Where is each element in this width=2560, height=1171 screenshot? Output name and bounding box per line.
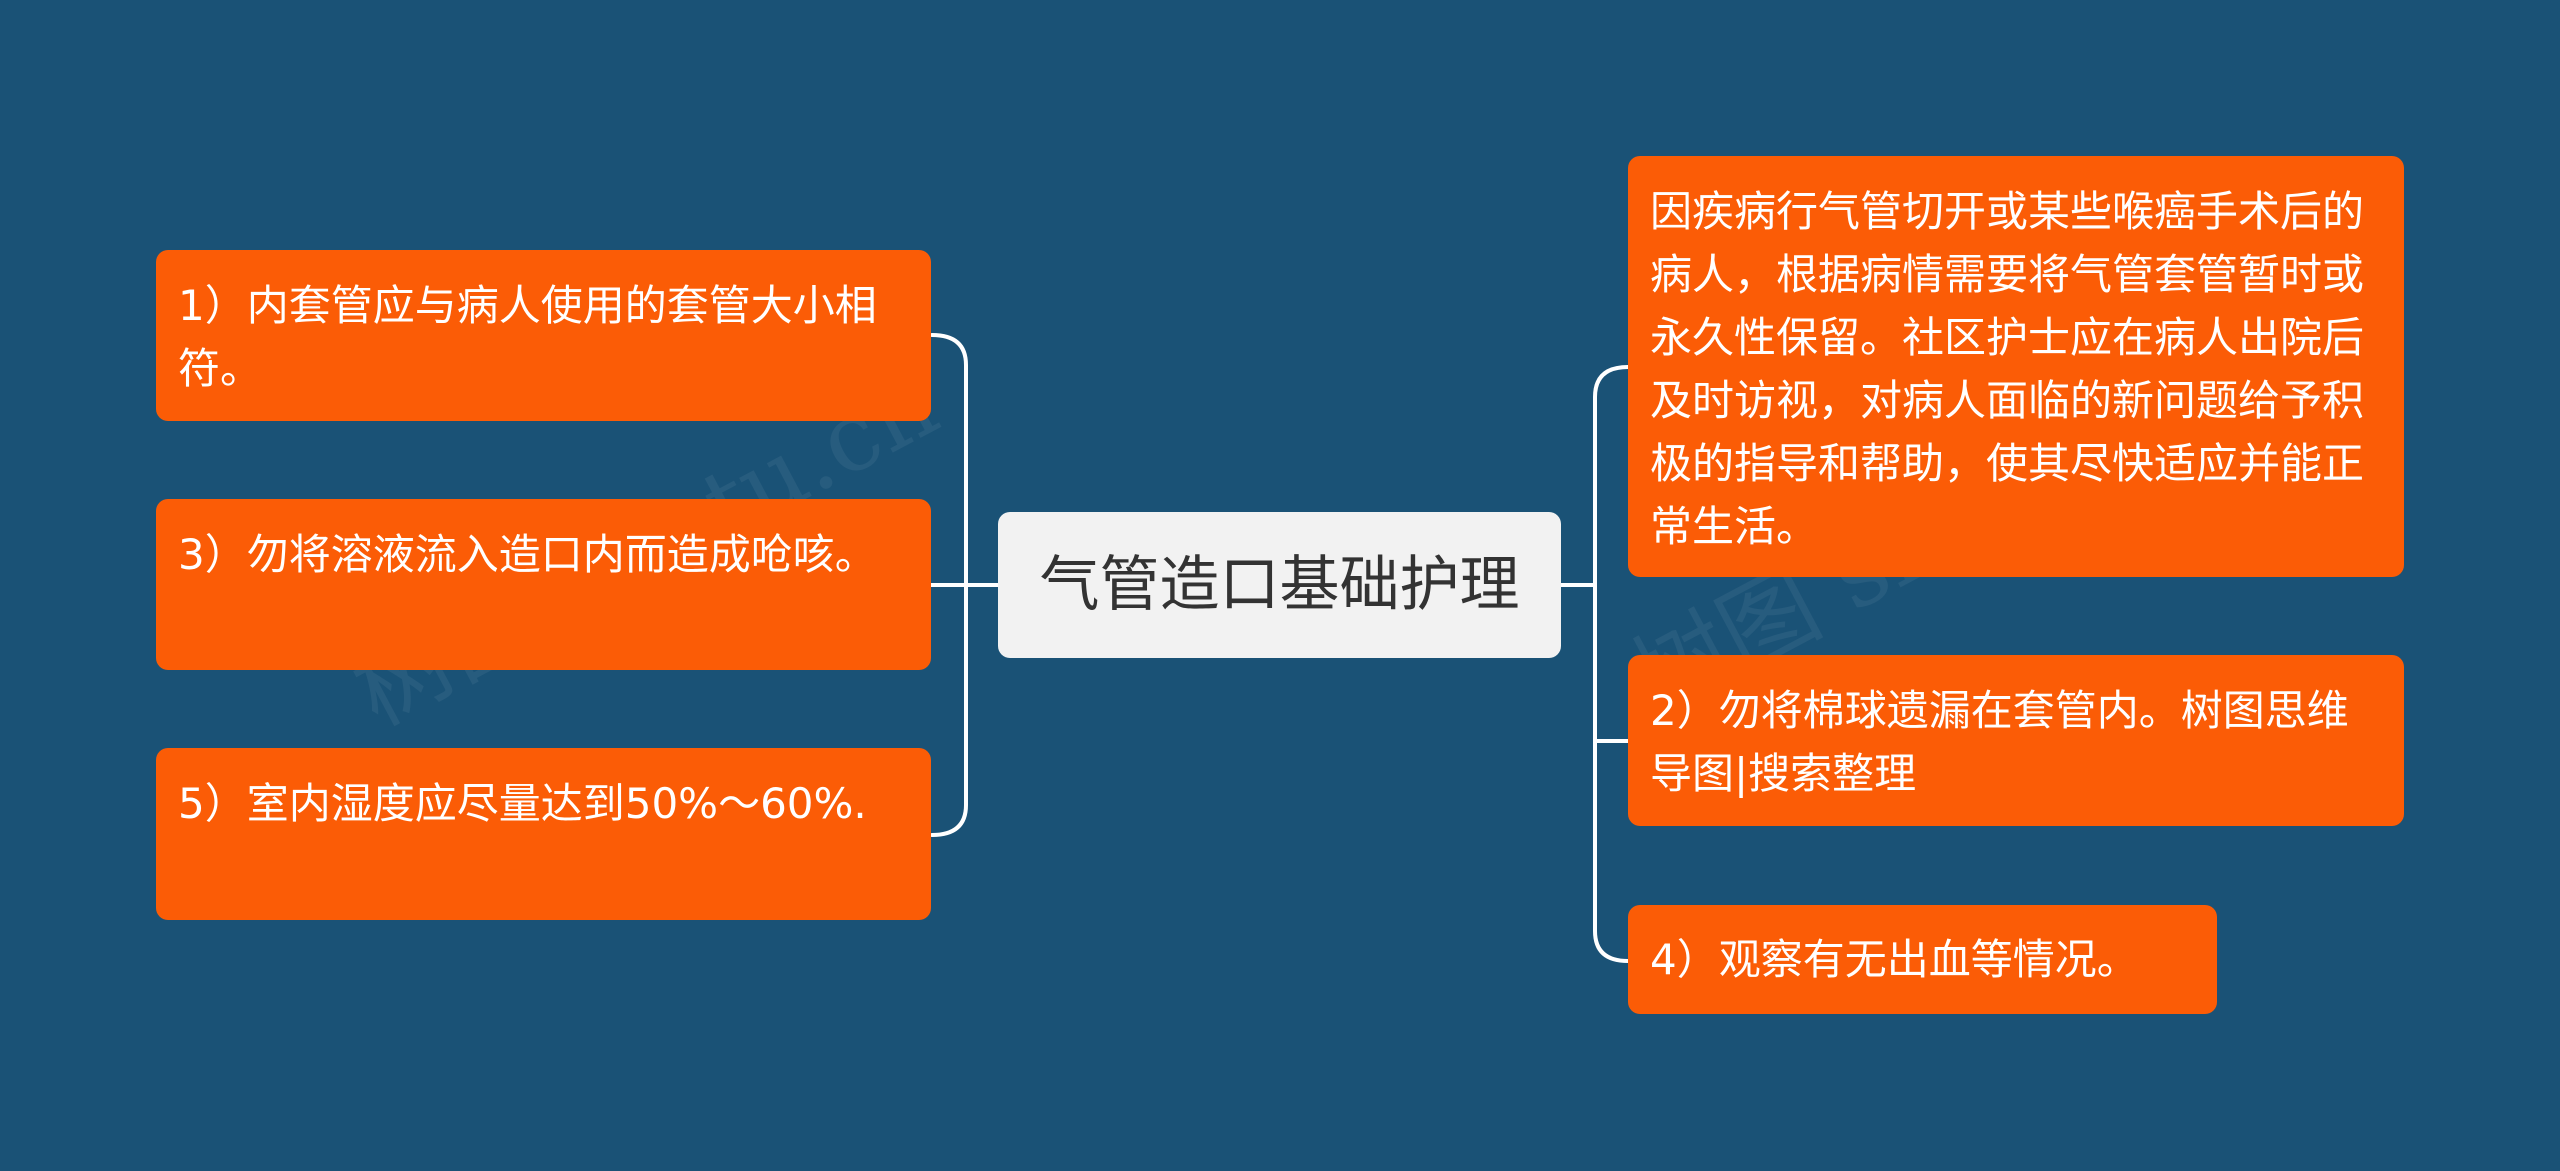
topic-node-left-1[interactable]: 1）内套管应与病人使用的套管大小相符。 (156, 250, 931, 421)
connector-right-trunk (1593, 365, 1630, 963)
topic-node-right-intro[interactable]: 因疾病行气管切开或某些喉癌手术后的病人，根据病情需要将气管套管暂时或永久性保留。… (1628, 156, 2404, 577)
topic-node-left-3[interactable]: 3）勿将溶液流入造口内而造成呛咳。 (156, 499, 931, 670)
topic-node-left-5[interactable]: 5）室内湿度应尽量达到50%～60%. (156, 748, 931, 920)
topic-node-right-4[interactable]: 4）观察有无出血等情况。 (1628, 905, 2217, 1014)
root-topic[interactable]: 气管造口基础护理 (998, 512, 1561, 658)
topic-node-right-2[interactable]: 2）勿将棉球遗漏在套管内。树图思维导图|搜索整理 (1628, 655, 2404, 826)
